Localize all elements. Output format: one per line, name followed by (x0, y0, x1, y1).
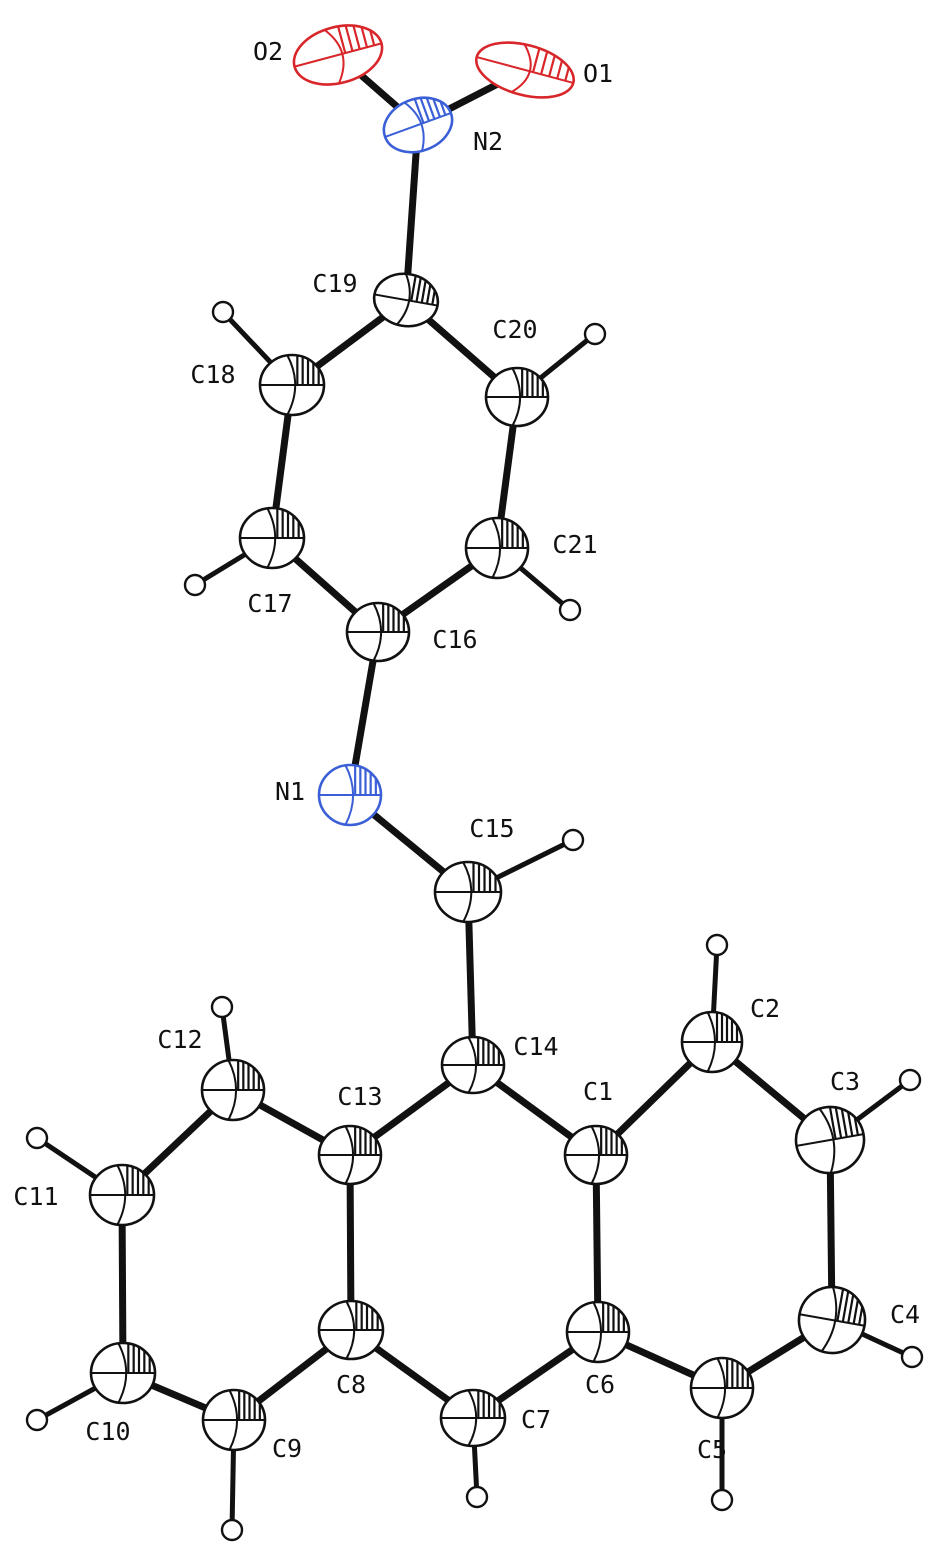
atom-label-c19: C19 (312, 269, 357, 298)
atom-label-c6: C6 (585, 1370, 615, 1399)
atom-ellipsoid-c6 (565, 1300, 631, 1364)
atom-ellipsoid-c1 (563, 1124, 629, 1186)
atom-label-c3: C3 (830, 1067, 860, 1096)
hydrogen-atom-c11 (25, 1126, 49, 1150)
hydrogen-atom-c21 (558, 598, 582, 622)
atom-label-c16: C16 (432, 625, 477, 654)
hydrogen-atom-c3 (898, 1068, 922, 1092)
hydrogen-atom-c12 (210, 995, 234, 1019)
hydrogen-atom-layer (25, 300, 924, 1542)
atom-ellipsoid-n2 (382, 96, 454, 154)
atom-label-n2: N2 (473, 127, 503, 156)
atom-label-n1: N1 (275, 777, 305, 806)
hydrogen-atom-c7 (465, 1485, 489, 1509)
atom-ellipsoid-c7 (439, 1388, 507, 1448)
atom-ellipsoid-c9 (201, 1388, 267, 1452)
hydrogen-atom-c5 (710, 1488, 734, 1512)
atom-ellipsoid-c8 (317, 1299, 385, 1361)
atom-ellipsoid-c16 (345, 601, 411, 663)
atom-label-c8: C8 (336, 1370, 366, 1399)
atom-ellipsoid-c13 (317, 1124, 383, 1186)
hydrogen-atom-c10 (25, 1408, 49, 1432)
atom-ellipsoid-o2 (292, 24, 384, 86)
atom-ellipsoid-c3 (794, 1105, 866, 1175)
bond-layer (118, 51, 836, 1424)
hydrogen-atom-c18 (211, 300, 235, 324)
atom-label-c17: C17 (247, 589, 292, 618)
atom-ellipsoid-c11 (88, 1163, 156, 1227)
hydrogen-atom-c20 (583, 322, 607, 346)
atom-ellipsoid-o1 (474, 41, 576, 99)
hydrogen-atom-c4 (900, 1345, 924, 1369)
hydrogen-atom-c2 (705, 933, 729, 957)
atom-label-c2: C2 (750, 994, 780, 1023)
hydrogen-atom-c15 (561, 828, 585, 852)
atom-label-c11: C11 (13, 1182, 58, 1211)
atom-label-c21: C21 (552, 530, 597, 559)
atom-ellipsoid-c10 (89, 1341, 157, 1405)
atom-ellipsoid-c20 (484, 366, 550, 428)
atom-ellipsoid-c5 (689, 1356, 755, 1420)
hydrogen-atom-c17 (183, 573, 207, 597)
atom-ellipsoid-c12 (200, 1058, 266, 1122)
atom-ellipsoid-c2 (680, 1010, 744, 1074)
atom-ellipsoid-c15 (433, 860, 503, 924)
hydrogen-atom-c9 (220, 1518, 244, 1542)
atom-label-o1: O1 (583, 59, 613, 88)
atom-ellipsoid-c14 (440, 1035, 506, 1095)
atom-ellipsoid-c19 (372, 272, 440, 328)
atom-label-c13: C13 (337, 1082, 382, 1111)
atom-label-c7: C7 (521, 1405, 551, 1434)
atom-label-c12: C12 (157, 1025, 202, 1054)
atom-label-o2: O2 (253, 37, 283, 66)
atom-label-c10: C10 (85, 1417, 130, 1446)
atom-ellipsoid-c17 (238, 506, 306, 570)
atom-label-c15: C15 (469, 814, 514, 843)
atom-layer (88, 24, 867, 1452)
atom-label-c20: C20 (492, 315, 537, 344)
atom-label-c14: C14 (513, 1032, 558, 1061)
atom-ellipsoid-c18 (258, 353, 326, 417)
atom-ellipsoid-n1 (317, 763, 383, 827)
bond-n2-c19 (402, 121, 422, 304)
atom-ellipsoid-c4 (797, 1285, 867, 1355)
atom-label-c9: C9 (272, 1434, 302, 1463)
atom-ellipsoid-c21 (464, 516, 530, 580)
atom-label-c4: C4 (890, 1300, 920, 1329)
atom-label-c18: C18 (190, 360, 235, 389)
atom-label-c5: C5 (697, 1435, 727, 1464)
atom-label-c1: C1 (583, 1077, 613, 1106)
